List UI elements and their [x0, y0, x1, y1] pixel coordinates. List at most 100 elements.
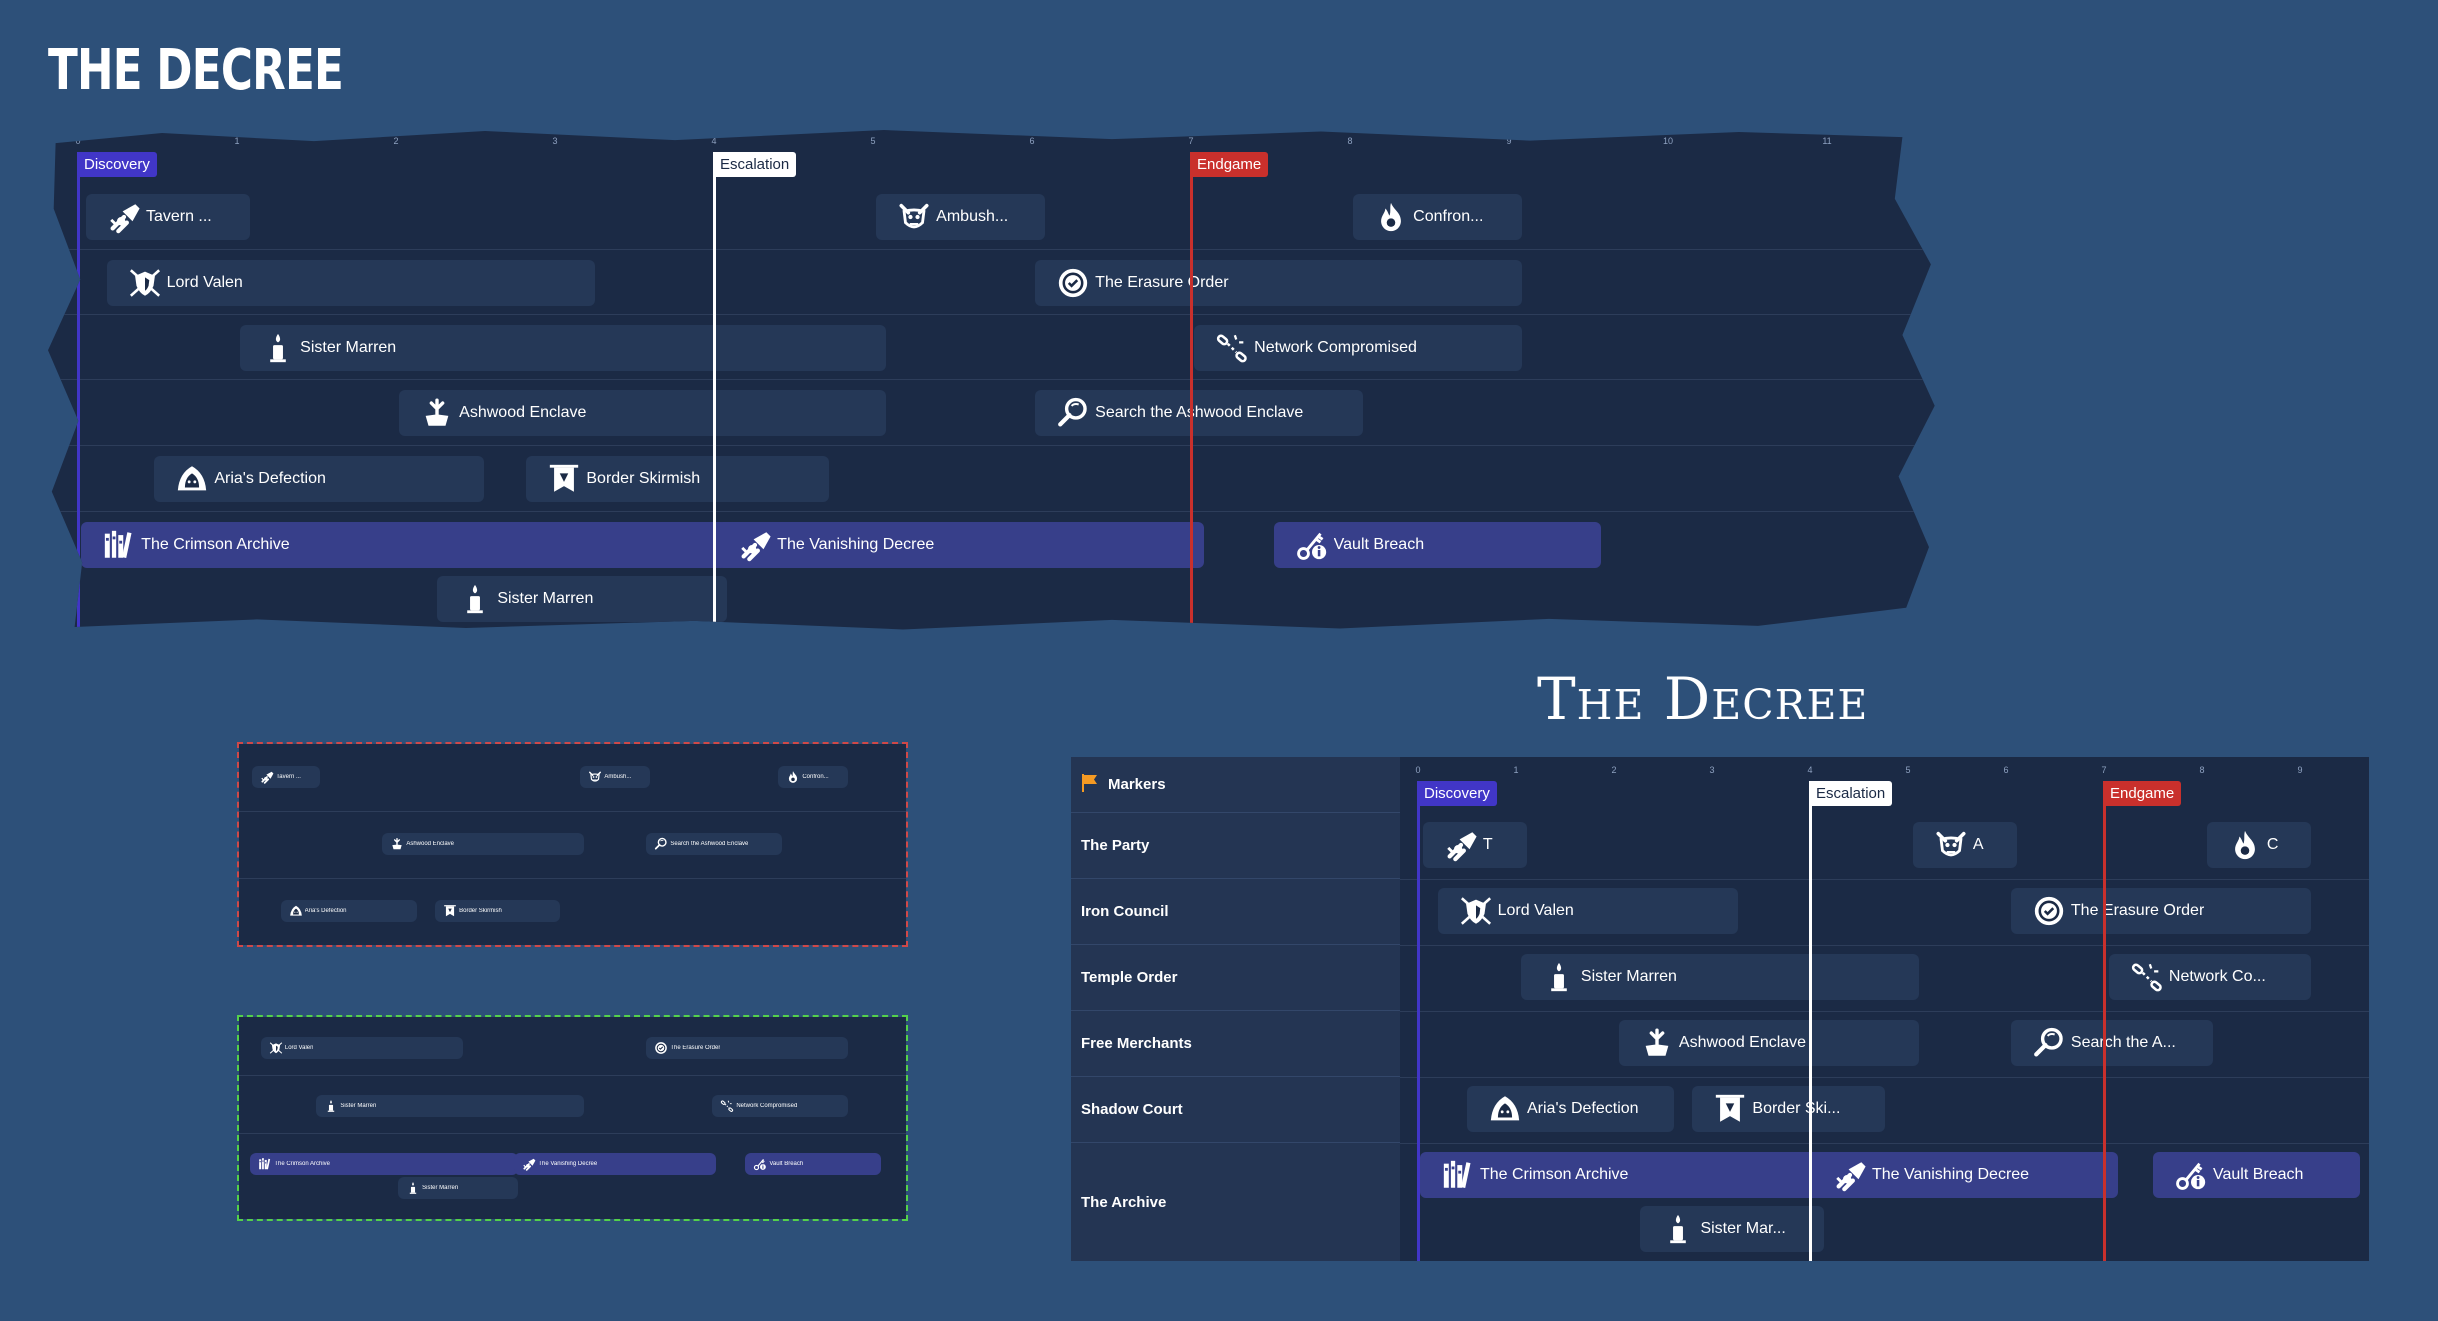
event-bar[interactable]: Sister Marren [240, 325, 886, 371]
event-bar[interactable]: Lord Valen [1437, 888, 1738, 934]
marker-label-discovery[interactable]: Discovery [1417, 781, 1497, 806]
lane-header: Shadow Court [1071, 1077, 1400, 1143]
time-tick: 8 [1347, 136, 1353, 146]
event-bar[interactable]: Ambush... [580, 766, 650, 788]
event-label: The Vanishing Decree [777, 536, 935, 553]
event-bar[interactable]: Sister Mar... [1640, 1206, 1825, 1252]
event-bar[interactable]: Border Skirmish [435, 900, 560, 922]
time-tick: 6 [1029, 136, 1035, 146]
scroll-icon [258, 770, 276, 784]
lane-name: Free Merchants [1081, 1035, 1192, 1052]
event-label: Sister Marren [497, 590, 594, 607]
scroll-icon [1828, 1158, 1872, 1192]
event-label: Network Compromised [736, 1103, 798, 1109]
event-bar[interactable]: The Erasure Order [646, 1037, 848, 1059]
marker-label-endgame[interactable]: Endgame [2103, 781, 2182, 806]
event-bar[interactable]: Vault Breach [2153, 1152, 2361, 1198]
time-tick: 4 [1807, 765, 1813, 775]
lane-separator [239, 1133, 906, 1134]
event-bar[interactable]: Vault Breach [745, 1153, 881, 1175]
event-label: C [2266, 836, 2279, 853]
banner-icon [1708, 1092, 1752, 1126]
event-label: The Erasure Order [1095, 274, 1229, 291]
event-bar[interactable]: Vault Breach [1273, 522, 1602, 568]
candle-icon [322, 1099, 340, 1113]
event-bar[interactable]: Aria's Defection [280, 900, 417, 922]
event-bar[interactable]: C [2206, 822, 2312, 868]
main-title: THE DECREE [48, 38, 344, 103]
marker-label-endgame[interactable]: Endgame [1190, 152, 1269, 177]
event-bar[interactable]: Lord Valen [106, 260, 595, 306]
event-bar[interactable]: The Erasure Order [2010, 888, 2312, 934]
event-bar[interactable]: Ambush... [876, 194, 1045, 240]
banner-icon [441, 904, 459, 918]
event-bar[interactable]: Sister Marren [398, 1177, 518, 1199]
event-bar[interactable]: Aria's Defection [1467, 1086, 1675, 1132]
event-label: Border Skirmish [459, 908, 502, 914]
ambush-icon [1929, 828, 1973, 862]
event-bar[interactable]: Ashwood Enclave [382, 833, 584, 855]
event-bar[interactable]: Network Compromised [1194, 325, 1522, 371]
event-bar[interactable]: Tavern ... [85, 194, 250, 240]
event-bar[interactable]: Sister Marren [1520, 954, 1920, 1000]
event-label: T [1482, 836, 1493, 853]
event-bar[interactable]: Search the A... [2010, 1020, 2214, 1066]
time-tick: 10 [1662, 136, 1674, 146]
event-label: Ashwood Enclave [459, 404, 587, 421]
event-bar[interactable]: The Crimson Archive [81, 522, 727, 568]
event-bar[interactable]: Ashwood Enclave [399, 390, 886, 436]
tree-hand-icon [1635, 1026, 1679, 1060]
event-bar[interactable]: Sister Marren [316, 1095, 584, 1117]
scroll-icon [520, 1157, 538, 1171]
event-label: Tavern ... [276, 774, 301, 780]
event-bar[interactable]: Search the Ashwood Enclave [646, 833, 782, 855]
shield-swords-icon [123, 266, 167, 300]
event-label: Sister Marren [300, 339, 397, 356]
time-tick: 9 [1506, 136, 1512, 146]
event-bar[interactable]: Confron... [1353, 194, 1522, 240]
event-bar[interactable]: Confron... [778, 766, 848, 788]
seal-icon [652, 1041, 670, 1055]
shield-swords-icon [267, 1041, 285, 1055]
event-bar[interactable]: Border Ski... [1692, 1086, 1885, 1132]
lane-separator [1400, 879, 2369, 880]
event-bar[interactable]: The Vanishing Decree [514, 1153, 716, 1175]
preview-timeline-upper[interactable]: Tavern ... Ambush... Confron... Ashwood Enc… [237, 742, 908, 947]
event-bar[interactable]: Network Co... [2108, 954, 2312, 1000]
event-bar[interactable]: Aria's Defection [154, 456, 484, 502]
time-tick: 9 [2297, 765, 2303, 775]
event-bar[interactable]: Ashwood Enclave [1618, 1020, 1920, 1066]
event-label: Vault Breach [1333, 536, 1425, 553]
marker-label-escalation[interactable]: Escalation [1809, 781, 1893, 806]
scroll-icon [1439, 828, 1483, 862]
event-bar[interactable]: Border Skirmish [526, 456, 829, 502]
lane-name: Iron Council [1081, 903, 1169, 920]
event-bar[interactable]: T [1422, 822, 1528, 868]
event-label: The Crimson Archive [1479, 1166, 1629, 1183]
event-label: Search the Ashwood Enclave [1095, 404, 1304, 421]
event-label: The Erasure Order [670, 1045, 721, 1051]
scroll-icon [733, 528, 777, 562]
event-label: Vault Breach [2213, 1166, 2304, 1183]
candle-icon [1656, 1212, 1700, 1246]
event-bar[interactable]: Tavern ... [252, 766, 320, 788]
event-bar[interactable]: The Crimson Archive [1419, 1152, 1825, 1198]
event-bar[interactable]: The Vanishing Decree [1811, 1152, 2119, 1198]
event-bar[interactable]: Search the Ashwood Enclave [1035, 390, 1363, 436]
event-bar[interactable]: Network Compromised [712, 1095, 848, 1117]
event-bar[interactable]: Sister Marren [437, 576, 727, 622]
lane-name: The Party [1081, 837, 1150, 854]
candle-icon [256, 331, 300, 365]
event-bar[interactable]: A [1912, 822, 2018, 868]
event-bar[interactable]: The Vanishing Decree [717, 522, 1204, 568]
event-bar[interactable]: The Erasure Order [1035, 260, 1522, 306]
marker-label-escalation[interactable]: Escalation [713, 152, 797, 177]
event-bar[interactable]: Lord Valen [260, 1037, 463, 1059]
marker-label-discovery[interactable]: Discovery [77, 152, 157, 177]
hood-icon [287, 904, 305, 918]
magnifier-icon [652, 837, 670, 851]
event-bar[interactable]: The Crimson Archive [250, 1153, 518, 1175]
fire-icon [2223, 828, 2267, 862]
ambush-icon [892, 200, 936, 234]
